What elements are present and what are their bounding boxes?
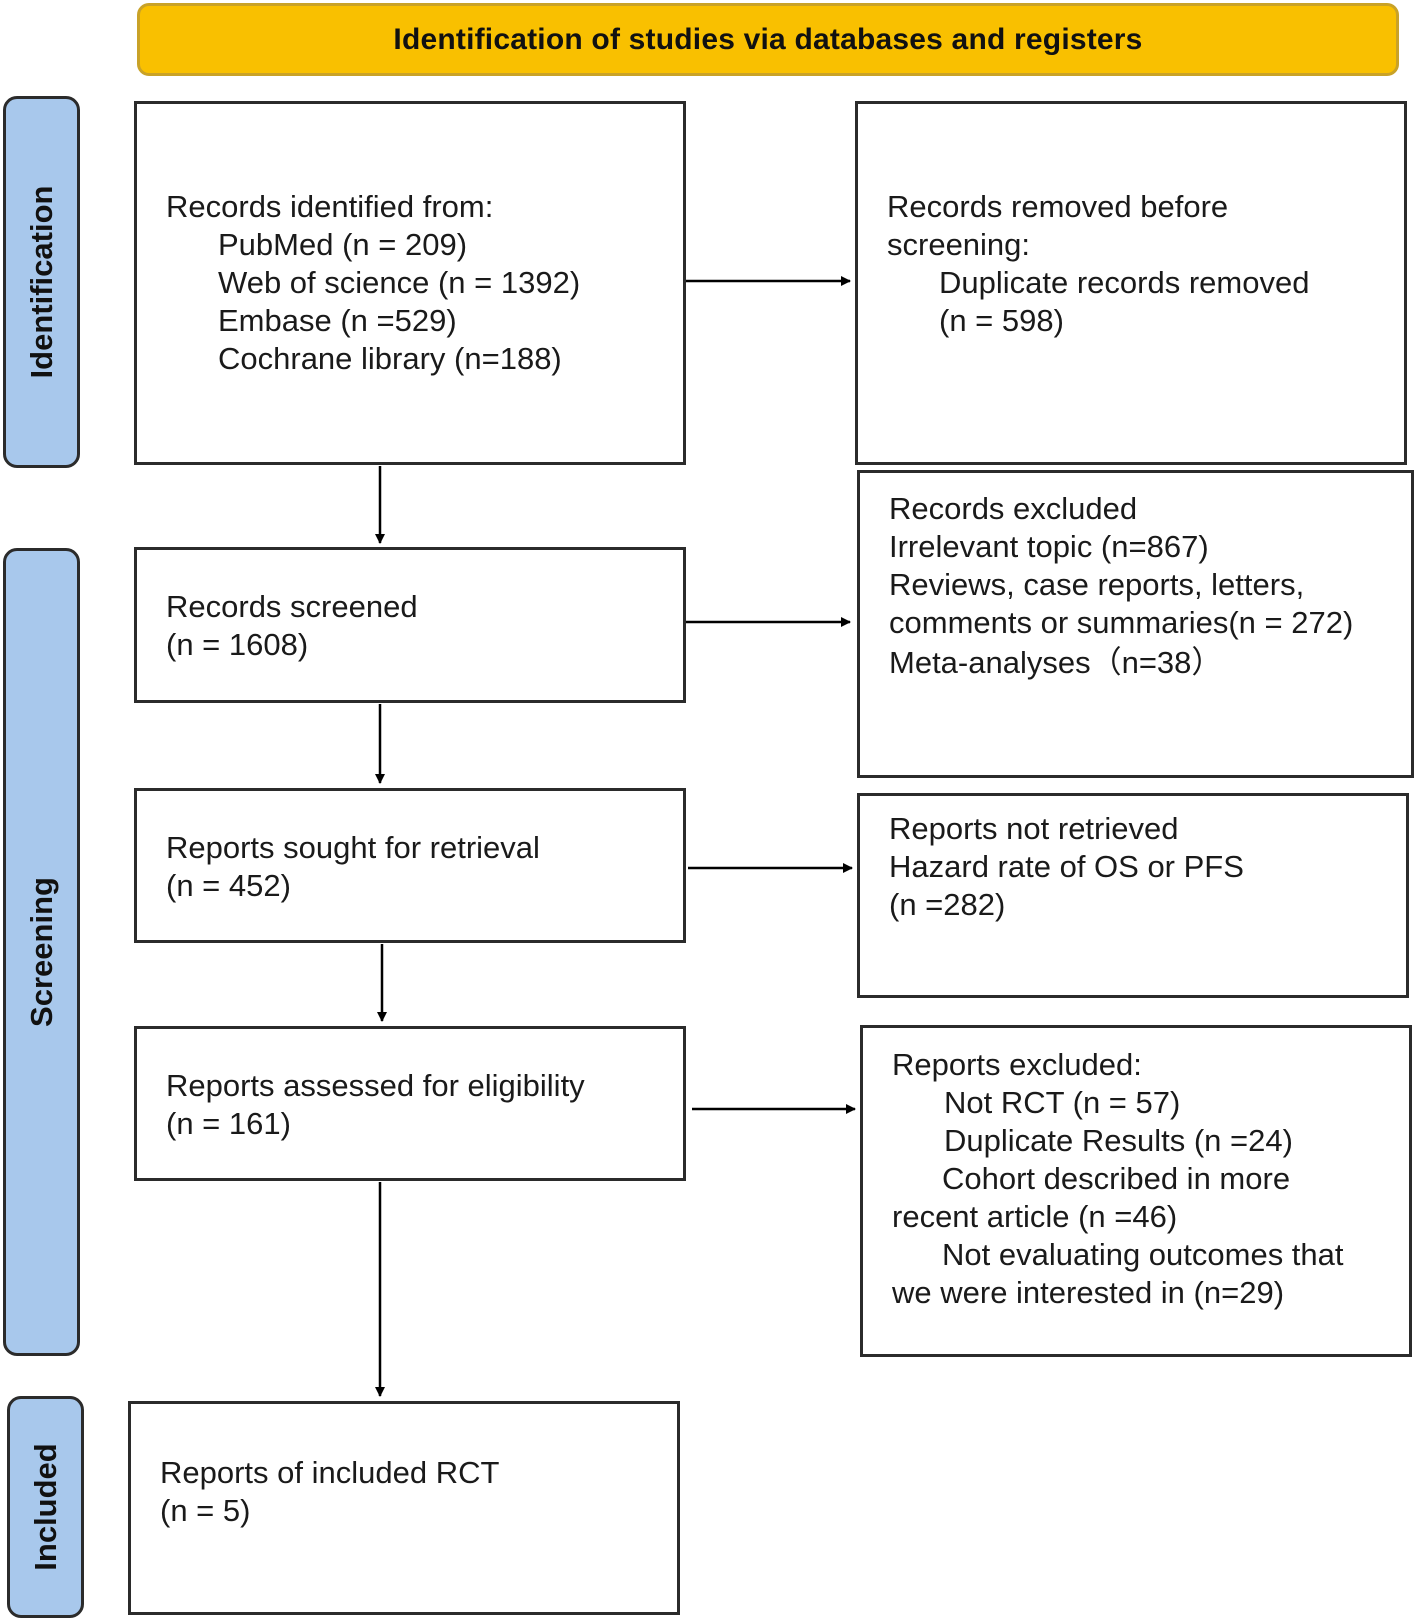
box-line: Reports assessed for eligibility	[166, 1068, 585, 1103]
header-banner: Identification of studies via databases …	[137, 3, 1399, 76]
box-line: Reports excluded:	[892, 1047, 1142, 1082]
box-line: Hazard rate of OS or PFS	[889, 849, 1244, 884]
reports-excluded-box: Reports excluded: Not RCT (n = 57) Dupli…	[860, 1025, 1412, 1357]
box-line: Cochrane library (n=188)	[218, 341, 562, 376]
box-line: Meta-analyses（n=38）	[889, 645, 1223, 680]
box-line: (n = 161)	[166, 1106, 291, 1141]
records-excluded-box: Records excluded Irrelevant topic (n=867…	[857, 470, 1414, 778]
box-line: Duplicate Results (n =24)	[944, 1123, 1293, 1158]
records-removed-box: Records removed before screening: Duplic…	[855, 101, 1407, 465]
box-line: Records removed before	[887, 189, 1229, 224]
box-line: recent article (n =46)	[892, 1199, 1178, 1234]
box-line: Embase (n =529)	[218, 303, 457, 338]
box-line: Reports of included RCT	[160, 1455, 500, 1490]
reports-sought-box: Reports sought for retrieval (n = 452)	[134, 788, 686, 943]
box-line: we were interested in (n=29)	[892, 1275, 1285, 1310]
box-line: (n = 5)	[160, 1493, 251, 1528]
box-line: Reports not retrieved	[889, 811, 1179, 846]
box-line: Records excluded	[889, 491, 1138, 526]
box-line: Duplicate records removed	[939, 265, 1310, 300]
phase-included: Included	[7, 1396, 84, 1618]
box-line: (n = 598)	[939, 303, 1064, 338]
records-screened-box: Records screened (n = 1608)	[134, 547, 686, 703]
box-line: Cohort described in more	[942, 1161, 1291, 1196]
reports-included-box: Reports of included RCT (n = 5)	[128, 1401, 680, 1615]
box-line: Not RCT (n = 57)	[944, 1085, 1181, 1120]
box-line: (n = 452)	[166, 868, 291, 903]
box-line: screening:	[887, 227, 1031, 262]
box-line: Records identified from:	[166, 189, 494, 224]
box-line: Web of science (n = 1392)	[218, 265, 581, 300]
box-line: Irrelevant topic (n=867)	[889, 529, 1209, 564]
reports-assessed-box: Reports assessed for eligibility (n = 16…	[134, 1026, 686, 1181]
box-line: Reviews, case reports, letters,	[889, 567, 1305, 602]
box-line: (n =282)	[889, 887, 1006, 922]
reports-not-retrieved-box: Reports not retrieved Hazard rate of OS …	[857, 793, 1409, 998]
box-line: Not evaluating outcomes that	[942, 1237, 1344, 1272]
box-line: PubMed (n = 209)	[218, 227, 468, 262]
header-title: Identification of studies via databases …	[393, 22, 1143, 56]
box-line: Records screened	[166, 589, 418, 624]
phase-identification: Identification	[3, 96, 80, 468]
box-line: comments or summaries(n = 272)	[889, 605, 1354, 640]
records-identified-box: Records identified from: PubMed (n = 209…	[134, 101, 686, 465]
phase-screening: Screening	[3, 548, 80, 1356]
box-line: Reports sought for retrieval	[166, 830, 540, 865]
box-line: (n = 1608)	[166, 627, 309, 662]
